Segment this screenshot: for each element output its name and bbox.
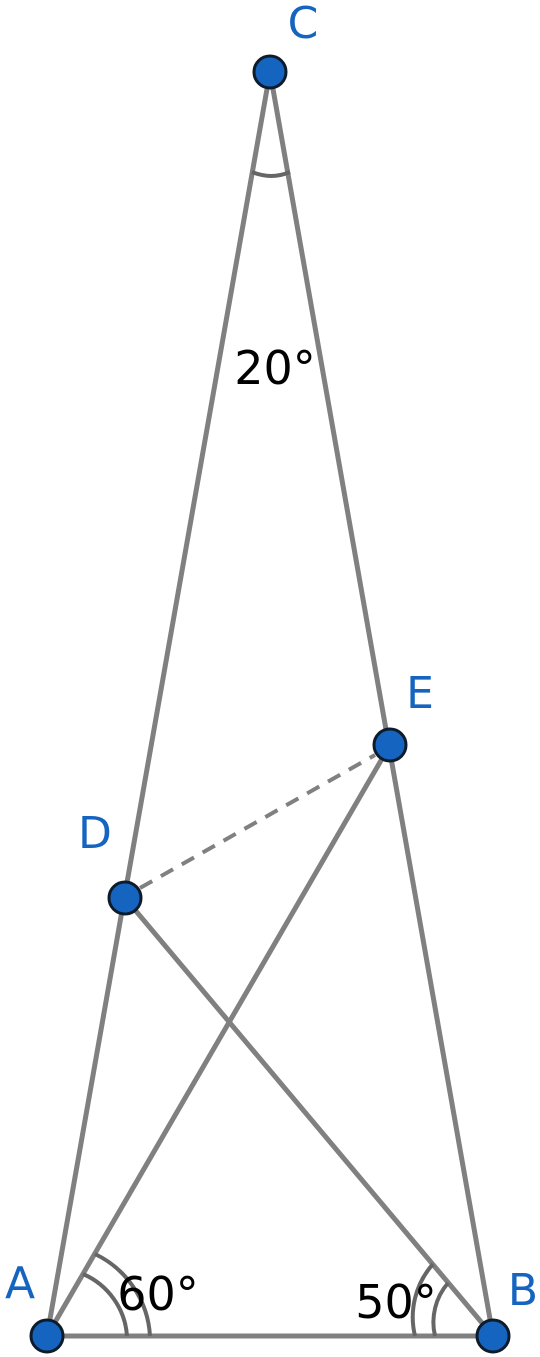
segment-ae (44, 742, 393, 1339)
angle-arc-b-outer (410, 1262, 435, 1337)
point-label-c: C (288, 0, 319, 49)
angle-label-c: 20° (234, 341, 316, 395)
angle-arc-b-inner (431, 1281, 450, 1337)
point-label-d: D (78, 808, 112, 859)
segment-de-dashed (139, 753, 376, 890)
point-b[interactable] (475, 1318, 511, 1354)
segment-ac (44, 69, 273, 1339)
angle-label-b: 50° (355, 1275, 437, 1329)
angle-label-a: 60° (117, 1267, 199, 1321)
point-label-e: E (406, 668, 434, 719)
angle-arc-a-outer (94, 1252, 152, 1337)
point-e[interactable] (372, 727, 408, 763)
segment-bc (267, 69, 496, 1339)
point-a[interactable] (29, 1318, 65, 1354)
point-c[interactable] (252, 54, 288, 90)
point-label-b: B (508, 1265, 538, 1316)
point-label-a: A (5, 1258, 35, 1309)
angle-arc-a-inner (82, 1272, 129, 1337)
point-d[interactable] (107, 880, 143, 916)
angle-arc-c (251, 170, 291, 178)
